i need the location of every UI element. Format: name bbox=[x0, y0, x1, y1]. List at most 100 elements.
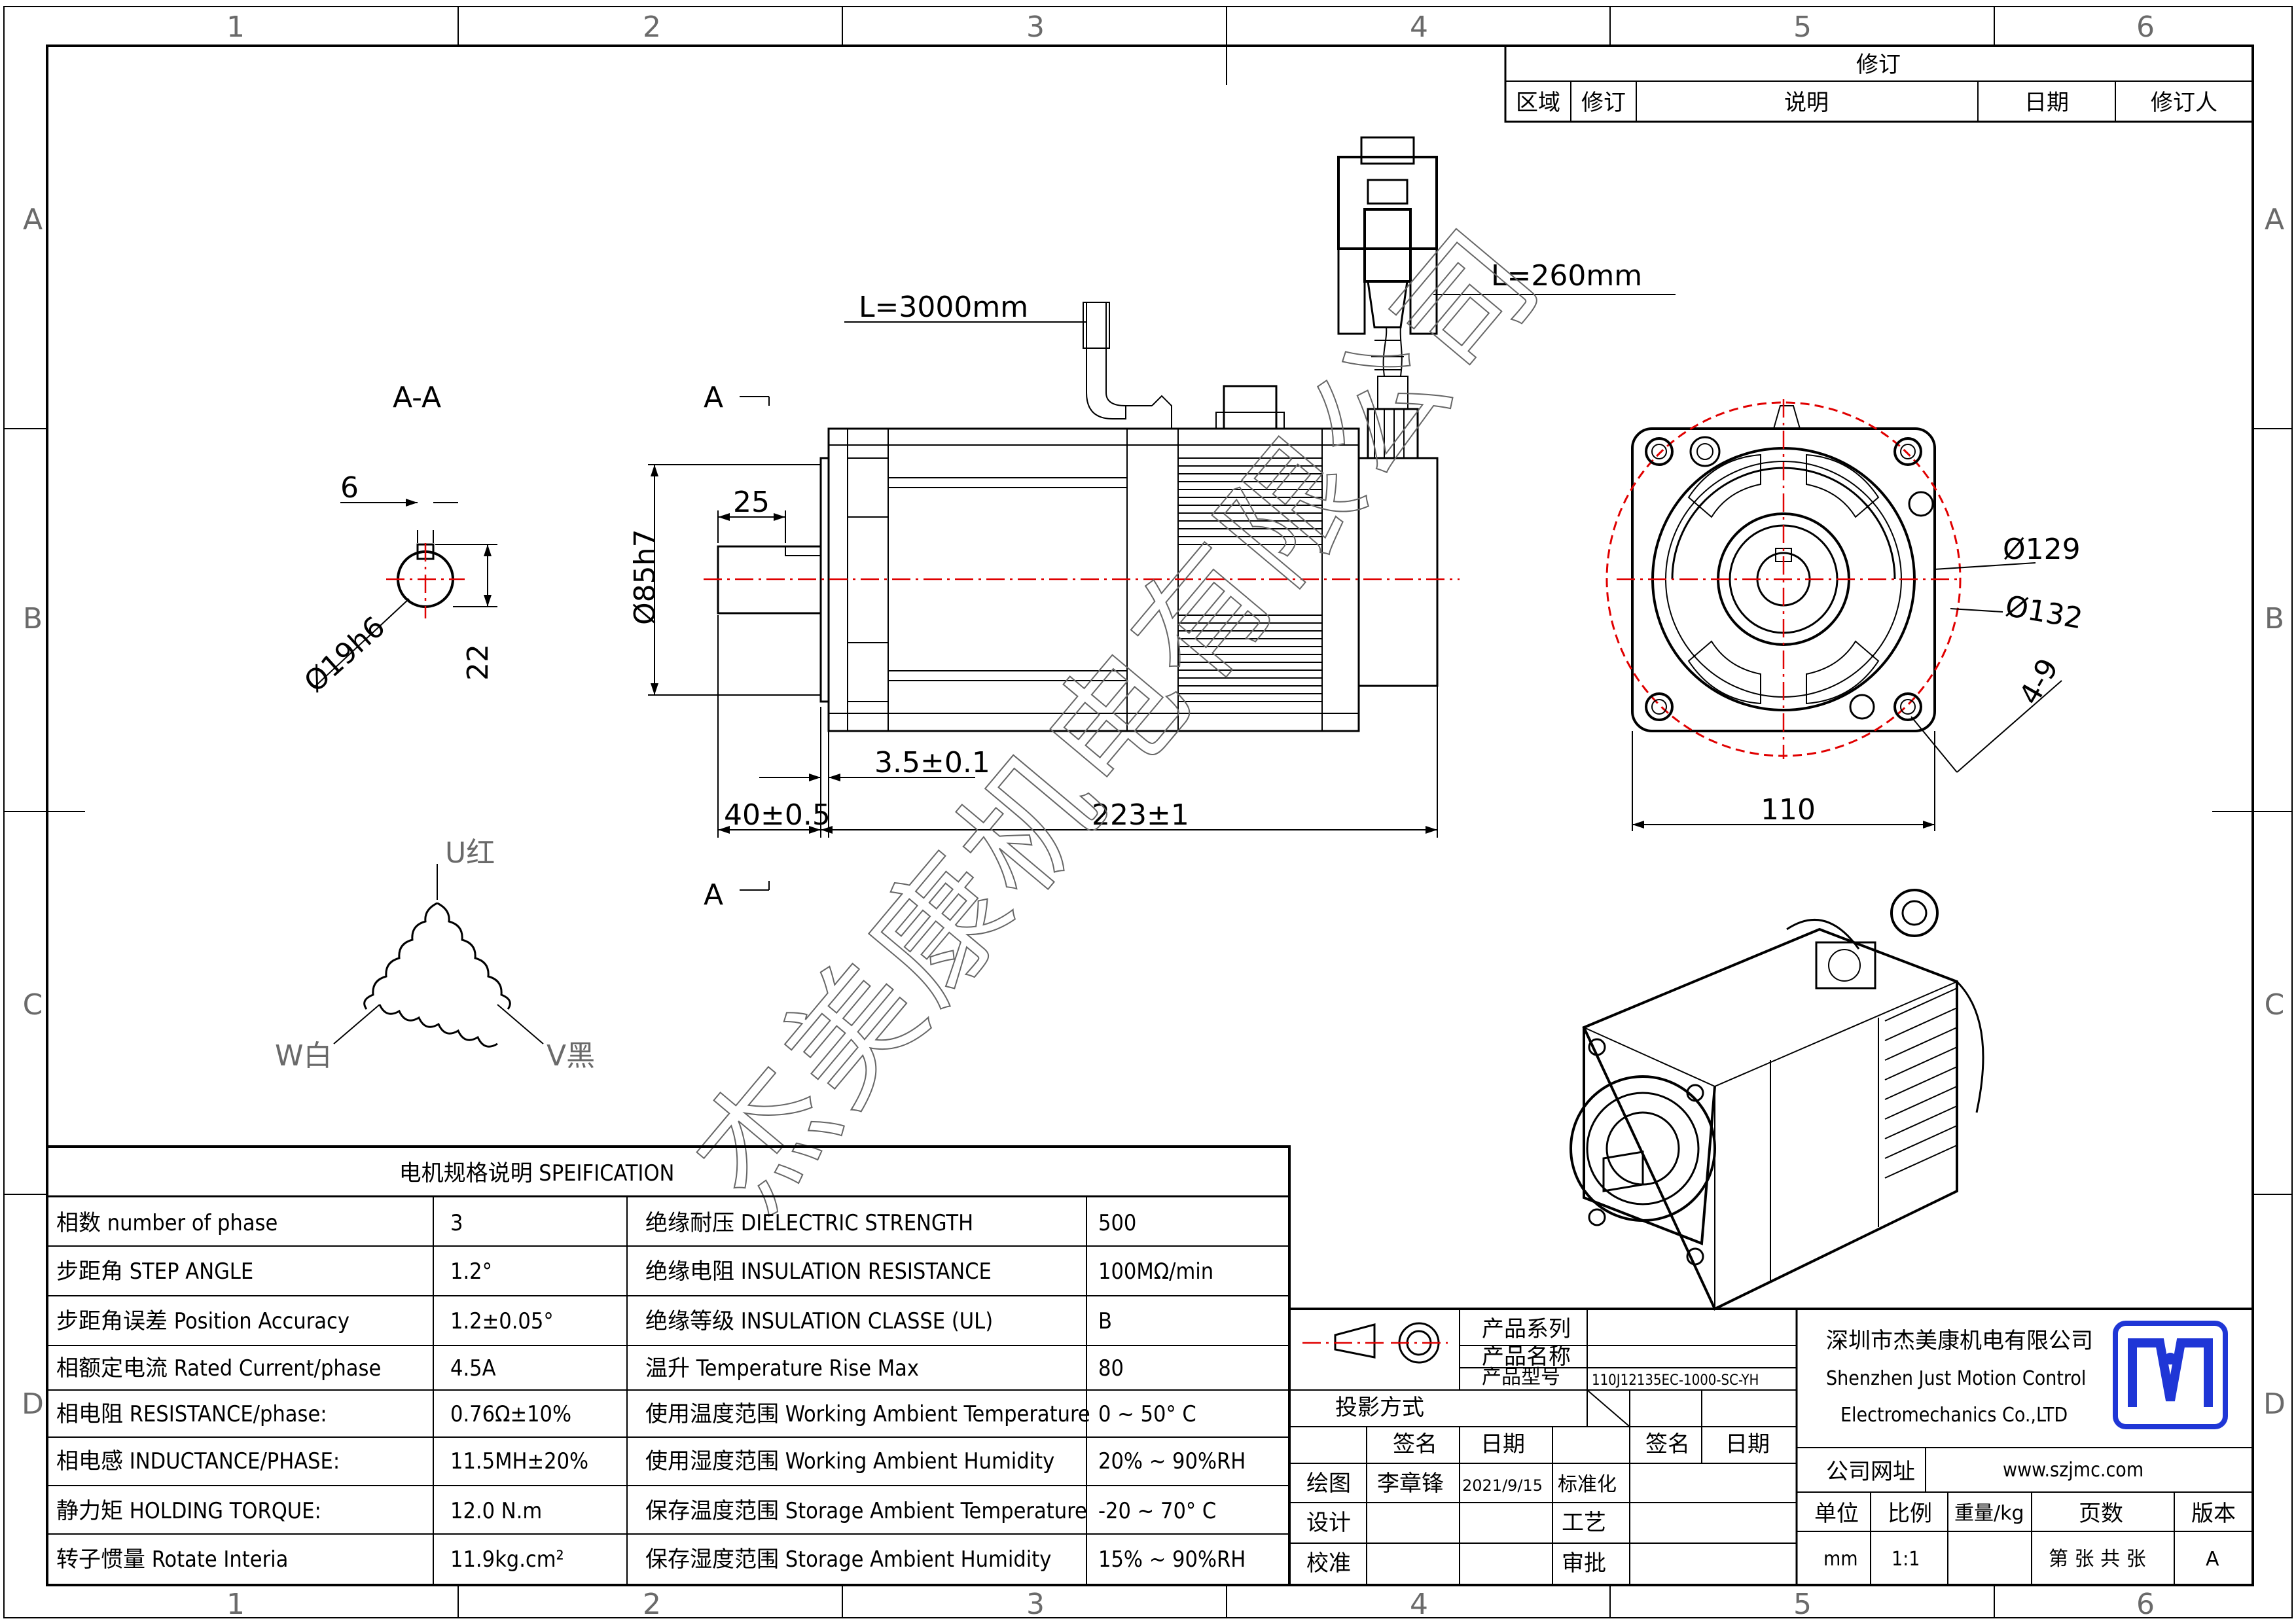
spec-row-4-key: 相额定电流 Rated Current/phase bbox=[56, 1355, 381, 1382]
tb-company-en2: Electromechanics Co.,LTD bbox=[1840, 1404, 2068, 1427]
grid-row-a: A bbox=[23, 203, 43, 236]
spec-row-5-key: 相电阻 RESISTANCE/phase: bbox=[56, 1401, 327, 1427]
spec-row-2-key: 步距角 STEP ANGLE bbox=[56, 1258, 253, 1285]
grid-labels: 1 2 3 4 5 6 1 2 3 4 5 6 A B C D A B C D bbox=[22, 10, 2286, 1621]
spec-row-3-key2: 绝缘等级 INSULATION CLASSE (UL) bbox=[645, 1308, 993, 1334]
spec-row-6-key2: 使用湿度范围 Working Ambient Humidity bbox=[645, 1448, 1054, 1474]
spec-row-4-key2: 温升 Temperature Rise Max bbox=[645, 1355, 919, 1382]
grid-col-5-bottom: 5 bbox=[1793, 1588, 1812, 1621]
encoder-cable-length: L=260mm bbox=[1491, 259, 1642, 293]
tb-scale-label: 比例 bbox=[1888, 1501, 1932, 1527]
revision-header-desc: 说明 bbox=[1784, 90, 1829, 116]
spec-title: 电机规格说明 SPEIFICATION bbox=[399, 1160, 675, 1186]
grid-col-5: 5 bbox=[1793, 10, 1812, 44]
tb-design: 设计 bbox=[1306, 1510, 1351, 1536]
tb-check: 校准 bbox=[1306, 1550, 1351, 1577]
spec-row-2-value2: 100MΩ/min bbox=[1098, 1258, 1213, 1285]
spec-row-8-value: 11.9kg.cm² bbox=[450, 1546, 564, 1573]
tb-website: www.szjmc.com bbox=[2003, 1459, 2144, 1482]
spec-row-5-key2: 使用温度范围 Working Ambient Temperature bbox=[645, 1401, 1090, 1427]
spec-row-4-value2: 80 bbox=[1098, 1355, 1124, 1382]
tb-company-cn: 深圳市杰美康机电有限公司 bbox=[1826, 1328, 2093, 1354]
tb-product-series: 产品系列 bbox=[1482, 1316, 1571, 1342]
spec-row-7-key2: 保存温度范围 Storage Ambient Temperature bbox=[645, 1498, 1087, 1524]
section-marker-bottom: A bbox=[704, 878, 723, 912]
tb-website-label: 公司网址 bbox=[1826, 1459, 1915, 1485]
grid-col-4: 4 bbox=[1410, 10, 1428, 44]
flange-size-dim: 110 bbox=[1761, 793, 1816, 827]
tb-standard: 标准化 bbox=[1558, 1473, 1617, 1496]
tb-unit: mm bbox=[1823, 1548, 1858, 1571]
spec-row-8-key: 转子惯量 Rotate Interia bbox=[56, 1546, 288, 1573]
spec-row-6-key: 相电感 INDUCTANCE/PHASE: bbox=[56, 1448, 340, 1474]
section-view-aa: A-A 6 22 Ø19h6 bbox=[298, 381, 497, 699]
tb-drawn-date: 2021/9/15 bbox=[1462, 1476, 1543, 1495]
tb-product-model: 产品型号 bbox=[1482, 1366, 1560, 1389]
revision-header-date: 日期 bbox=[2024, 90, 2069, 116]
section-marker-top: A bbox=[704, 381, 723, 414]
shaft-diameter-dim: Ø19h6 bbox=[298, 610, 391, 699]
section-label: A-A bbox=[393, 381, 441, 414]
grid-col-3: 3 bbox=[1026, 10, 1045, 44]
company-logo bbox=[2113, 1321, 2228, 1429]
grid-col-2: 2 bbox=[643, 10, 661, 44]
tb-model-value: 110J12135EC-1000-SC-YH bbox=[1592, 1372, 1759, 1389]
key-length-dim: 25 bbox=[733, 486, 770, 519]
tb-process: 工艺 bbox=[1562, 1510, 1606, 1536]
grid-col-2-bottom: 2 bbox=[643, 1588, 661, 1621]
grid-row-d: D bbox=[22, 1387, 44, 1421]
pilot-diameter-dim: Ø85h7 bbox=[628, 529, 662, 625]
tb-pages-label: 页数 bbox=[2079, 1501, 2123, 1527]
tb-version-label: 版本 bbox=[2191, 1501, 2236, 1527]
grid-col-6-bottom: 6 bbox=[2136, 1588, 2155, 1621]
body-length-dim: 223±1 bbox=[1092, 798, 1189, 832]
grid-ticks bbox=[4, 7, 2292, 1618]
shaft-height-dim: 22 bbox=[461, 644, 495, 681]
grid-col-3-bottom: 3 bbox=[1026, 1588, 1045, 1621]
grid-row-c-right: C bbox=[2265, 988, 2285, 1022]
tb-projection: 投影方式 bbox=[1335, 1395, 1424, 1421]
spec-row-1-key: 相数 number of phase bbox=[56, 1210, 278, 1236]
tb-sign: 签名 bbox=[1393, 1431, 1437, 1457]
tb-version: A bbox=[2206, 1548, 2219, 1571]
tb-company-en1: Shenzhen Just Motion Control bbox=[1826, 1367, 2086, 1390]
revision-table: 修订 区域 修订 说明 日期 修订人 bbox=[1504, 45, 2254, 123]
spec-row-2-key2: 绝缘电阻 INSULATION RESISTANCE bbox=[645, 1258, 992, 1285]
shaft-length-dim: 40±0.5 bbox=[724, 798, 831, 832]
spec-row-3-value2: B bbox=[1098, 1308, 1112, 1334]
spec-row-1-value2: 500 bbox=[1098, 1210, 1136, 1236]
spec-row-7-value: 12.0 N.m bbox=[450, 1498, 542, 1524]
watermark: 杰美康机电有限公司 bbox=[666, 201, 1571, 1238]
revision-title: 修订 bbox=[1856, 52, 1901, 78]
spec-row-7-key: 静力矩 HOLDING TORQUE: bbox=[56, 1498, 321, 1524]
tb-unit-label: 单位 bbox=[1814, 1501, 1859, 1527]
tb-approve: 审批 bbox=[1562, 1550, 1606, 1577]
spec-row-5-value2: 0 ~ 50° C bbox=[1098, 1401, 1196, 1427]
winding-diagram: U红 W白 V黑 bbox=[275, 836, 595, 1073]
tb-scale: 1:1 bbox=[1892, 1548, 1920, 1571]
spec-row-6-value2: 20% ~ 90%RH bbox=[1098, 1448, 1246, 1474]
spec-row-3-key: 步距角误差 Position Accuracy bbox=[56, 1308, 350, 1334]
tb-drawn: 绘图 bbox=[1306, 1471, 1351, 1497]
spec-row-7-value2: -20 ~ 70° C bbox=[1098, 1498, 1216, 1524]
title-block: 产品系列 产品名称 产品型号 110J12135EC-1000-SC-YH 投影… bbox=[1288, 1308, 2254, 1586]
bolt-circle-outer-dim: Ø132 bbox=[2003, 590, 2085, 636]
grid-row-b: B bbox=[23, 602, 43, 635]
spec-row-3-value: 1.2±0.05° bbox=[450, 1308, 554, 1334]
motor-front-view: Ø129 Ø132 4-9 110 bbox=[1605, 399, 2085, 831]
spec-row-6-value: 11.5MH±20% bbox=[450, 1448, 588, 1474]
spec-table: 电机规格说明 SPEIFICATION 相数 number of phase 3… bbox=[46, 1145, 1291, 1586]
hole-size-dim: 4-9 bbox=[2013, 653, 2065, 711]
tb-pages: 第 张 共 张 bbox=[2049, 1548, 2146, 1571]
grid-col-6: 6 bbox=[2136, 10, 2155, 44]
grid-col-4-bottom: 4 bbox=[1410, 1588, 1428, 1621]
tb-sign-2: 签名 bbox=[1645, 1431, 1690, 1457]
grid-row-b-right: B bbox=[2265, 602, 2284, 635]
spec-row-5-value: 0.76Ω±10% bbox=[450, 1401, 571, 1427]
tb-product-name: 产品名称 bbox=[1482, 1344, 1571, 1370]
grid-row-c: C bbox=[23, 988, 43, 1022]
grid-row-d-right: D bbox=[2263, 1387, 2286, 1421]
tb-weight-label: 重量/kg bbox=[1954, 1502, 2024, 1525]
winding-v: V黑 bbox=[547, 1039, 595, 1073]
